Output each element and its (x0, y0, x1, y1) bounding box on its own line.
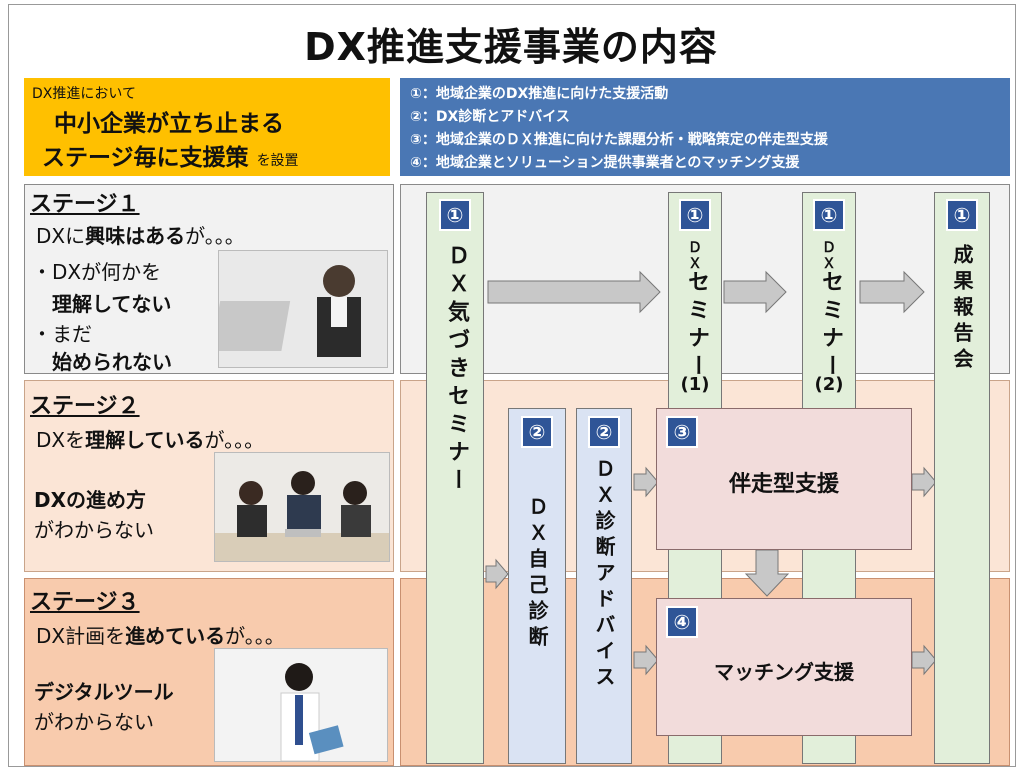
service-item: ②：DX診断とアドバイス (410, 109, 570, 125)
col-dx-awareness-seminar (426, 192, 484, 764)
box3-label: 伴走型支援 (728, 472, 839, 497)
stage3-line2: デジタルツール (34, 680, 174, 704)
stage1-photo (211, 250, 388, 368)
stage1-line4: ・まだ (32, 322, 92, 346)
intro-box: DX推進において 中小企業が立ち止まる ステージ毎に支援策 を設置 (24, 78, 390, 176)
stage3-line3: がわからない (34, 710, 154, 734)
stage3-line1: DX計画を進めているが。。。 (36, 624, 285, 648)
col4-badge: ① (946, 199, 978, 231)
col2-label-small: ＤＸ (686, 240, 702, 272)
stage3-title: ステージ３ (30, 590, 140, 615)
intro-small: DX推進において (32, 86, 136, 102)
stage2-title: ステージ２ (30, 394, 140, 419)
box-accompany-support (656, 408, 912, 550)
col2-suffix: (1) (680, 374, 710, 395)
box3-badge: ③ (666, 416, 698, 448)
box-matching-support (656, 598, 912, 736)
service-item: ④：地域企業とソリューション提供事業者とのマッチング支援 (410, 155, 800, 171)
box4-label: マッチング支援 (714, 660, 854, 684)
col-results-report (934, 192, 990, 764)
service-item: ①：地域企業のDX推進に向けた支援活動 (410, 86, 669, 102)
stage3-photo (214, 648, 388, 762)
stage1-line1: DXに興味はあるが。。。 (36, 224, 245, 248)
col3-suffix: (2) (814, 374, 844, 395)
col-dx-self-diagnosis (508, 408, 566, 764)
intro-line1: 中小企業が立ち止まる (54, 111, 284, 137)
col3-badge: ① (813, 199, 845, 231)
col4-label: 成果報告会 (950, 244, 974, 374)
col3-label: セミナー (818, 270, 843, 382)
col-dx-diagnosis-advice (576, 408, 632, 764)
col3-label-small: ＤＸ (820, 240, 836, 272)
stage1-line2: ・DXが何かを (32, 260, 162, 284)
stage1-line3: 理解してない (52, 292, 172, 316)
col1-badge: ① (439, 199, 471, 231)
services-box: ①：地域企業のDX推進に向けた支援活動 ②：DX診断とアドバイス ③：地域企業の… (400, 78, 1010, 176)
col5-badge: ② (521, 416, 553, 448)
col5-label: ＤＸ自己診断 (525, 496, 549, 652)
stage2-photo (214, 452, 390, 562)
page-frame (8, 4, 1016, 767)
box4-badge: ④ (666, 606, 698, 638)
col6-badge: ② (588, 416, 620, 448)
stage1-line5: 始められない (52, 350, 172, 374)
stage1-title: ステージ１ (30, 192, 140, 217)
stage2-line3: がわからない (34, 518, 154, 542)
service-item: ③：地域企業のＤＸ推進に向けた課題分析・戦略策定の伴走型支援 (410, 132, 828, 148)
col2-badge: ① (679, 199, 711, 231)
stage2-line1: DXを理解しているが。。。 (36, 428, 265, 452)
col6-label: ＤＸ診断アドバイス (592, 458, 616, 692)
page-title: DX推進支援事業の内容 (304, 25, 718, 69)
col2-label: セミナー (684, 270, 709, 382)
intro-line2: ステージ毎に支援策 を設置 (42, 145, 299, 171)
stage2-line2: DXの進め方 (34, 488, 147, 512)
col1-label: ＤＸ気づきセミナー (444, 244, 469, 496)
